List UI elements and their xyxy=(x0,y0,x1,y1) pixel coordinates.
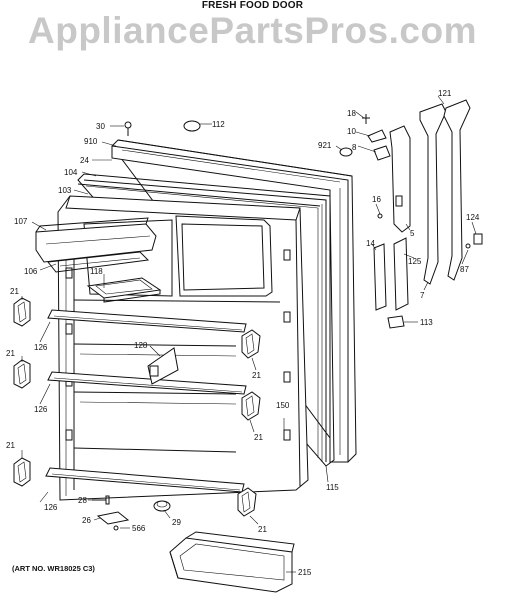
callout-128: 128 xyxy=(134,341,148,350)
callout-21-b: 21 xyxy=(6,349,15,358)
part-28-pin xyxy=(92,495,110,505)
callout-28: 28 xyxy=(78,496,87,505)
callout-21-f: 21 xyxy=(258,525,267,534)
shelf-cap-left-2 xyxy=(13,359,31,389)
callout-921: 921 xyxy=(318,141,332,150)
callout-125: 125 xyxy=(408,257,422,266)
callout-18: 18 xyxy=(347,109,356,118)
callout-14: 14 xyxy=(366,239,375,248)
callout-10: 10 xyxy=(347,127,356,136)
part-18-screw xyxy=(362,114,370,124)
callout-labels: 18 121 30 112 10 910 921 8 24 104 103 16… xyxy=(6,89,480,577)
part-112-plug xyxy=(183,120,201,132)
callout-24: 24 xyxy=(80,156,89,165)
callout-21-e: 21 xyxy=(6,441,15,450)
callout-103: 103 xyxy=(58,186,72,195)
shelf-cap-right-3 xyxy=(237,487,257,517)
callout-16: 16 xyxy=(372,195,381,204)
shelf-cap-right-2 xyxy=(241,391,261,421)
shelf-cap-left-3 xyxy=(13,457,31,487)
callout-21-c: 21 xyxy=(252,371,261,380)
trim-125 xyxy=(393,237,409,311)
callout-112: 112 xyxy=(212,120,225,129)
part-29-bumper xyxy=(153,500,171,512)
page-title: FRESH FOOD DOOR xyxy=(201,0,304,11)
part-30-screw xyxy=(124,121,132,136)
shelf-bar-middle xyxy=(47,371,247,395)
callout-21-d: 21 xyxy=(254,433,263,442)
butter-tray xyxy=(86,277,162,303)
callout-150: 150 xyxy=(276,401,290,410)
part-921-cap xyxy=(339,147,353,157)
callout-118: 118 xyxy=(90,267,103,276)
handle-mount-121 xyxy=(419,99,471,285)
callout-87: 87 xyxy=(460,265,469,274)
callout-566: 566 xyxy=(132,524,146,533)
callout-113: 113 xyxy=(420,318,433,327)
callout-126-b: 126 xyxy=(34,405,48,414)
callout-8: 8 xyxy=(352,143,357,152)
art-number: (ART NO. WR18025 C3) xyxy=(12,564,95,573)
shelf-cap-right-1 xyxy=(241,329,261,359)
part-87-screw xyxy=(465,243,471,249)
shelf-cap-left-1 xyxy=(13,297,31,327)
part-16-screw xyxy=(377,213,383,219)
part-26-plate xyxy=(96,511,130,525)
trim-14 xyxy=(373,243,387,311)
callout-215: 215 xyxy=(298,568,312,577)
part-566-screw xyxy=(113,525,119,531)
leader-lines xyxy=(21,95,477,573)
watermark: AppliancePartsPros.com xyxy=(28,10,477,51)
shelf-bracket xyxy=(147,347,179,385)
door-bin xyxy=(169,531,295,593)
callout-126-c: 126 xyxy=(44,503,58,512)
part-8-bushing xyxy=(373,145,391,161)
callout-910: 910 xyxy=(84,137,98,146)
callout-30: 30 xyxy=(96,122,105,131)
callout-107: 107 xyxy=(14,217,28,226)
shelf-bar-lower xyxy=(45,467,245,493)
callout-21-a: 21 xyxy=(10,287,19,296)
callout-5: 5 xyxy=(410,229,415,238)
callout-7: 7 xyxy=(420,291,425,300)
callout-124: 124 xyxy=(466,213,480,222)
part-10-hinge-pin xyxy=(367,129,387,143)
shelf-bar-upper xyxy=(47,309,247,333)
callout-121: 121 xyxy=(438,89,452,98)
dairy-compartment xyxy=(35,217,157,273)
callout-115: 115 xyxy=(326,483,339,492)
callout-106: 106 xyxy=(24,267,38,276)
callout-126-a: 126 xyxy=(34,343,48,352)
callout-104: 104 xyxy=(64,168,78,177)
part-113-clip xyxy=(387,315,405,329)
callout-29: 29 xyxy=(172,518,181,527)
hinge-bracket-5 xyxy=(389,125,411,233)
callout-26: 26 xyxy=(82,516,91,525)
door-liner xyxy=(57,195,309,501)
part-124-clip xyxy=(473,233,483,245)
